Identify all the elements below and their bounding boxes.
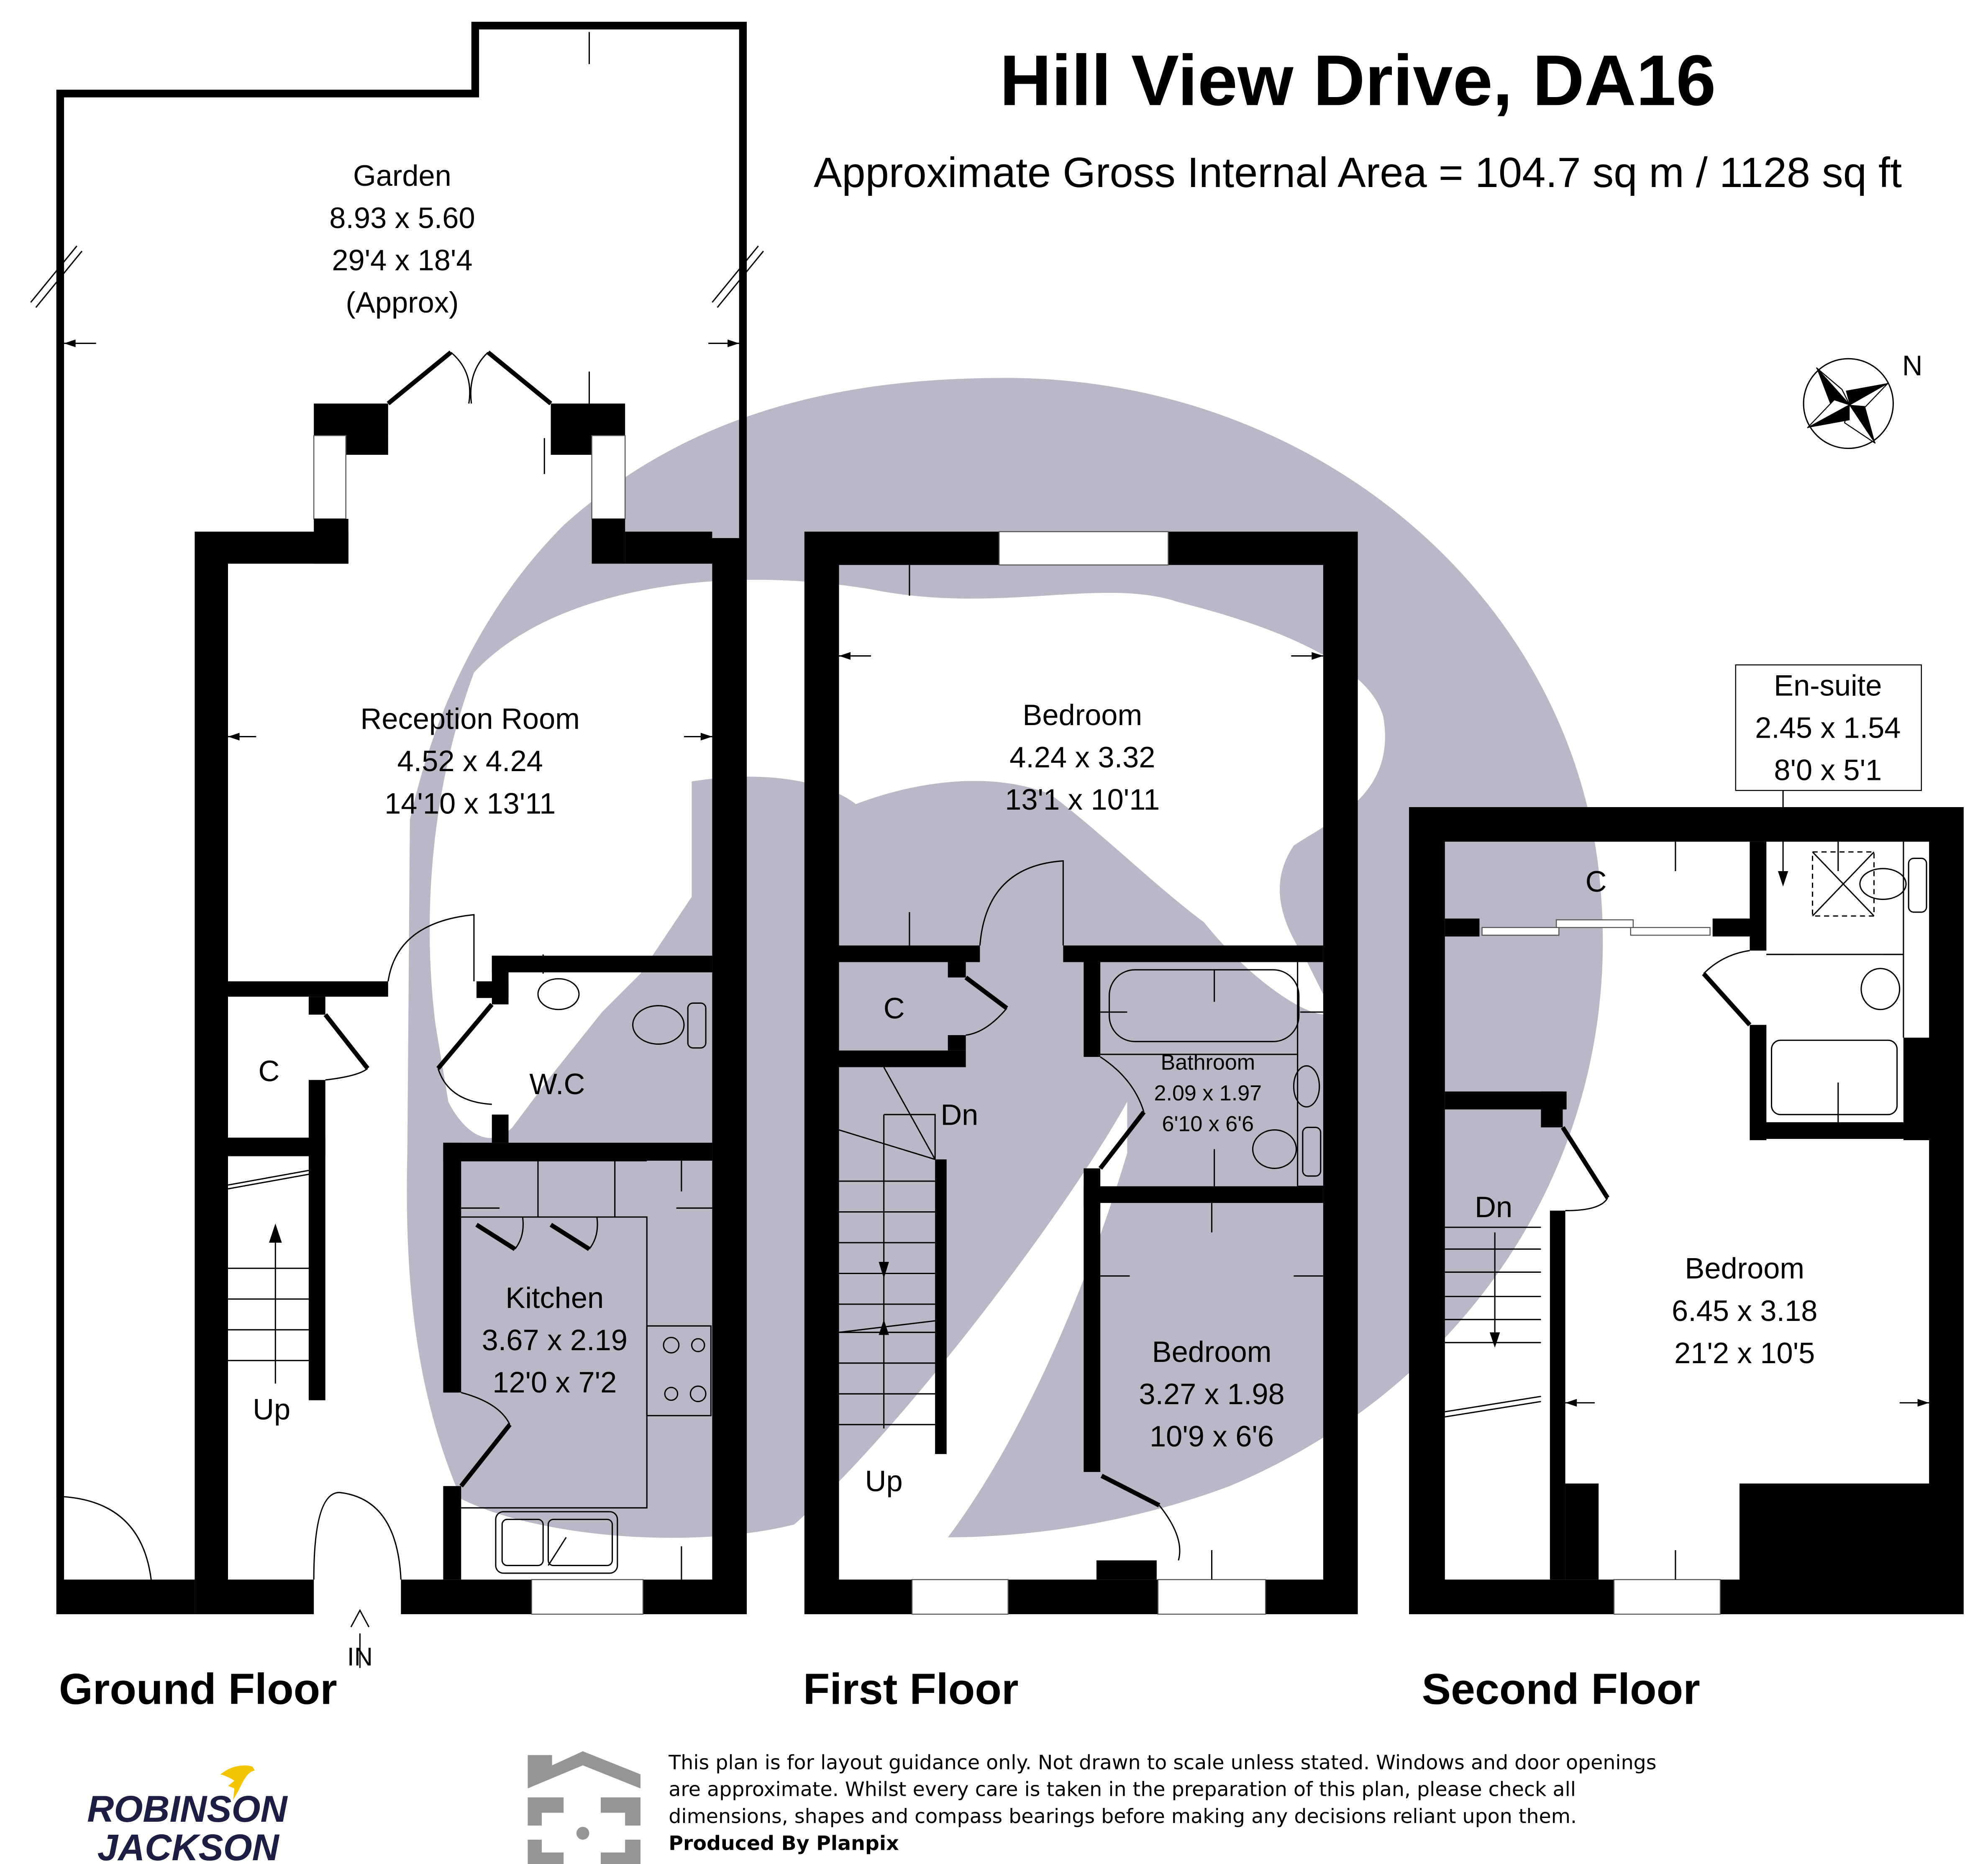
floor-label-ground: Ground Floor [59, 1665, 337, 1713]
floor-label-first: First Floor [803, 1665, 1019, 1713]
stairs-down-label-first: Dn [940, 1098, 978, 1131]
producer-credit: Produced By Planpix [669, 1832, 899, 1855]
ground-stairs [228, 1155, 321, 1400]
swallow-bird-icon [220, 1765, 255, 1800]
room-name-garden: Garden [353, 159, 451, 192]
stairs-up-label-ground: Up [253, 1393, 290, 1426]
room-imperial-bathroom: 6'10 x 6'6 [1162, 1112, 1254, 1136]
page-title: Hill View Drive, DA16 [1000, 41, 1716, 121]
room-name-wc: W.C [529, 1067, 585, 1100]
ground-floor-plan [30, 22, 764, 1668]
room-imperial-bedroom-2: 10'9 x 6'6 [1150, 1420, 1274, 1453]
first-stairs [839, 1067, 936, 1428]
compass-north-label: N [1902, 350, 1923, 382]
watermark-logo [407, 378, 1603, 1538]
disclaimer-line-2: are approximate. Whilst every care is ta… [669, 1778, 1576, 1801]
agent-logo-line1: ROBINSON [87, 1788, 288, 1830]
floor-label-second: Second Floor [1422, 1665, 1700, 1713]
first-floor-plan [804, 531, 1358, 1615]
room-metric-bedroom-1: 4.24 x 3.32 [1009, 741, 1155, 774]
room-name-bedroom-1: Bedroom [1022, 698, 1142, 731]
gross-internal-area: Approximate Gross Internal Area = 104.7 … [814, 149, 1902, 196]
room-imperial-kitchen: 12'0 x 7'2 [492, 1366, 617, 1399]
room-name-cupboard-ground: C [259, 1054, 280, 1087]
planpix-logo-icon [528, 1751, 640, 1864]
room-name-reception: Reception Room [360, 702, 579, 735]
room-note-garden: (Approx) [346, 286, 459, 319]
room-name-cupboard-first: C [884, 992, 905, 1025]
stairs-up-label-first: Up [865, 1464, 903, 1497]
room-metric-ensuite: 2.45 x 1.54 [1755, 711, 1901, 744]
room-imperial-bedroom-1: 13'1 x 10'11 [1005, 783, 1160, 816]
room-metric-kitchen: 3.67 x 2.19 [482, 1323, 628, 1356]
stairs-down-label-second: Dn [1475, 1190, 1512, 1223]
room-imperial-reception: 14'10 x 13'11 [384, 787, 556, 820]
disclaimer-line-3: dimensions, shapes and compass bearings … [669, 1805, 1577, 1828]
room-metric-bathroom: 2.09 x 1.97 [1154, 1081, 1262, 1105]
agent-logo: ROBINSON JACKSON [87, 1765, 288, 1864]
room-metric-bedroom-2: 3.27 x 1.98 [1139, 1377, 1284, 1410]
second-stairs [1445, 1226, 1541, 1418]
agent-logo-line2: JACKSON [97, 1827, 280, 1864]
room-metric-garden: 8.93 x 5.60 [329, 201, 475, 234]
room-name-bedroom-3: Bedroom [1685, 1252, 1804, 1285]
room-name-kitchen: Kitchen [505, 1281, 604, 1314]
compass-rose-icon [1803, 358, 1894, 449]
room-imperial-bedroom-3: 21'2 x 10'5 [1674, 1336, 1815, 1369]
room-name-bathroom: Bathroom [1161, 1051, 1255, 1075]
entrance-label: IN [347, 1642, 373, 1671]
room-name-cupboard-second: C [1586, 865, 1607, 898]
room-imperial-garden: 29'4 x 18'4 [332, 244, 472, 277]
room-imperial-ensuite: 8'0 x 5'1 [1774, 754, 1882, 787]
room-metric-reception: 4.52 x 4.24 [397, 744, 543, 777]
room-metric-bedroom-3: 6.45 x 3.18 [1672, 1294, 1817, 1327]
disclaimer-line-1: This plan is for layout guidance only. N… [668, 1751, 1656, 1774]
dimension-arrows [64, 32, 739, 1580]
second-floor-plan [1409, 664, 1964, 1615]
room-name-ensuite: En-suite [1774, 669, 1882, 702]
room-name-bedroom-2: Bedroom [1152, 1335, 1272, 1368]
